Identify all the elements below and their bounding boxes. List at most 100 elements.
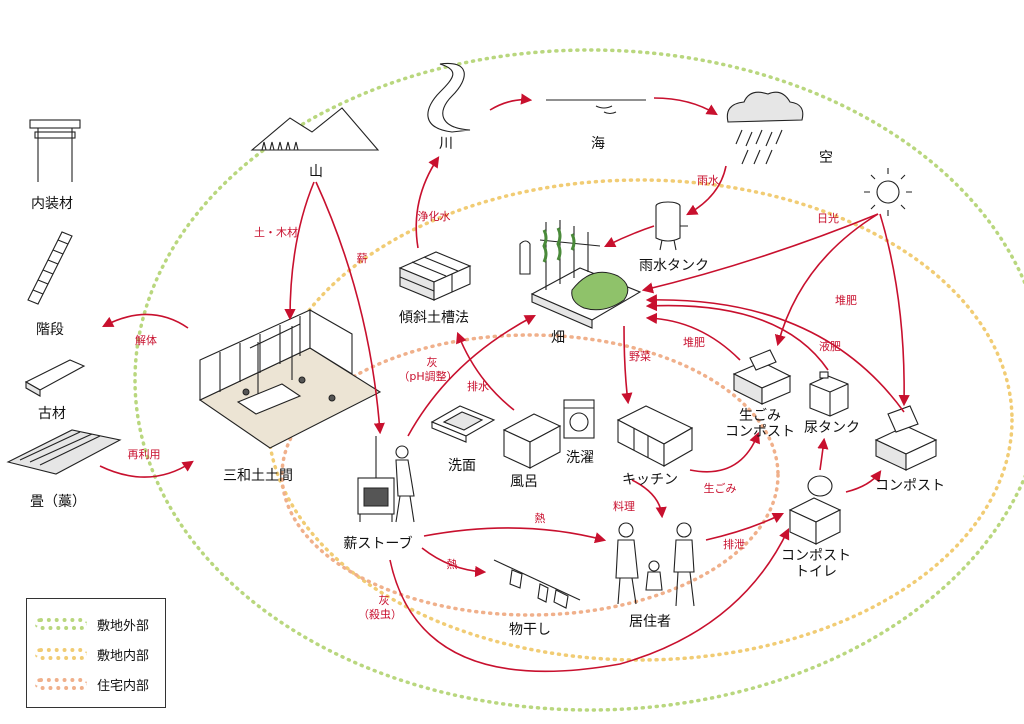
label-washbasin: 洗面 (448, 458, 476, 474)
flow-label-soil-timber: 土・木材 (254, 225, 298, 239)
flow-label-sunlight: 日光 (817, 211, 839, 225)
arrow-excretion (705, 512, 785, 541)
arrow-toilet-urine (817, 437, 829, 471)
arrow-ash-insect (389, 527, 790, 673)
arrow-rainwater (686, 165, 727, 216)
field-illustration (519, 220, 642, 329)
wood-stove-illustration (357, 436, 415, 523)
washing-machine-illustration (563, 399, 595, 439)
flow-label-purified-water: 浄化水 (418, 209, 451, 223)
flow-label-liquid-fertilizer: 液肥 (819, 339, 841, 353)
old-timber-illustration (24, 359, 86, 397)
arrow-sea-sky (653, 97, 718, 116)
label-urine-tank: 尿タンク (804, 420, 860, 436)
earthen-floor-house-illustration (198, 309, 382, 449)
arrow-food-waste (689, 431, 760, 473)
arrow-soil-timber (284, 181, 315, 321)
urine-tank-illustration (809, 371, 849, 417)
arrow-reuse (99, 460, 194, 478)
label-tatami: 畳（藁） (30, 494, 86, 510)
legend-swatch-outer (35, 618, 87, 630)
arrow-toilet-compost (845, 470, 882, 493)
label-old-timber: 古材 (38, 406, 66, 422)
arrow-heat-laundry (421, 547, 487, 578)
label-bath: 風呂 (510, 474, 538, 490)
zone-house (280, 333, 780, 617)
flow-label-ash-insect-2: （殺虫） (358, 607, 402, 621)
label-sky: 空 (819, 150, 833, 166)
legend-item-house: 住宅内部 (35, 669, 157, 699)
arrow-purified-water (415, 156, 440, 249)
legend-swatch-house (35, 678, 87, 690)
legend-item-site: 敷地内部 (35, 639, 157, 669)
legend-label-house: 住宅内部 (97, 678, 150, 694)
label-wood-stove: 薪ストーブ (343, 535, 412, 552)
label-food-compost-2: コンポスト (725, 424, 795, 440)
cloud-illustration (726, 91, 804, 165)
flow-label-cooking: 料理 (613, 499, 635, 513)
flow-label-firewood: 薪 (357, 252, 368, 265)
tatami-illustration (6, 429, 122, 475)
label-field: 畑 (551, 330, 565, 346)
legend-label-outer: 敷地外部 (97, 618, 150, 634)
compost-toilet-illustration (788, 475, 842, 545)
arrow-vegetables (621, 325, 633, 405)
label-kitchen: キッチン (622, 472, 678, 488)
flow-label-excretion: 排泄 (723, 537, 745, 551)
arrow-sun-field (641, 213, 879, 294)
flow-label-heat-1: 熱 (535, 512, 546, 525)
label-stairs: 階段 (36, 322, 64, 338)
food-compost-illustration (732, 349, 792, 405)
flow-arrows (99, 93, 910, 673)
compost-illustration (874, 405, 938, 471)
flow-label-reuse: 再利用 (128, 448, 161, 461)
flow-label-ash-ph-2: （pH調整） (398, 369, 457, 383)
label-laundry-machine: 洗濯 (566, 450, 594, 466)
laundry-illustration (493, 559, 581, 609)
arrow-sun-compost (879, 213, 910, 407)
zone-outer (133, 48, 1024, 712)
legend-swatch-site (35, 648, 87, 660)
arrow-cooking (631, 479, 667, 519)
arrow-heat-residents (423, 527, 607, 544)
label-mountain: 山 (309, 164, 323, 180)
flow-label-vegetables: 野菜 (629, 350, 651, 363)
label-earthen-floor: 三和土土間 (223, 468, 293, 484)
label-rainwater-tank: 雨水タンク (639, 258, 709, 274)
arrow-river-sea (489, 93, 533, 111)
arrow-foodcompost-field (645, 312, 741, 361)
label-sea: 海 (591, 136, 605, 152)
flow-label-food-waste: 生ごみ (704, 481, 737, 495)
legend: 敷地外部 敷地内部 住宅内部 (26, 598, 166, 708)
label-drying: 物干し (509, 622, 551, 638)
flow-label-ash-insect-1: 灰 (379, 593, 390, 607)
flow-label-rainwater: 雨水 (697, 174, 719, 187)
arrow-compost-field (645, 294, 905, 413)
rainwater-tank-illustration (655, 201, 688, 251)
arrow-drain (456, 331, 515, 411)
residents-illustration (615, 522, 695, 607)
arrow-tank-field (603, 225, 655, 248)
arrow-stove-field (407, 314, 536, 437)
sea-illustration (546, 99, 646, 115)
sun-illustration (864, 168, 912, 216)
soil-tank-illustration (398, 251, 472, 301)
legend-item-outer: 敷地外部 (35, 609, 157, 639)
arrow-firewood (315, 181, 385, 435)
label-soil-tank: 傾斜土槽法 (399, 310, 469, 326)
arrow-dismantle (102, 313, 189, 329)
label-river: 川 (439, 136, 453, 152)
interior-material-illustration (29, 119, 81, 182)
flow-label-drain: 排水 (467, 379, 489, 393)
flow-label-ash-ph-1: 灰 (427, 355, 438, 369)
arrow-urine-field (645, 300, 829, 371)
washbasin-illustration (430, 405, 496, 443)
label-compost-toilet-2: トイレ (795, 564, 837, 580)
bath-illustration (502, 413, 562, 469)
flow-label-heat-2: 熱 (447, 558, 458, 571)
label-food-compost-1: 生ごみ (739, 408, 781, 424)
flow-label-compost-2: 堆肥 (683, 336, 705, 349)
mountain-illustration (250, 107, 380, 151)
